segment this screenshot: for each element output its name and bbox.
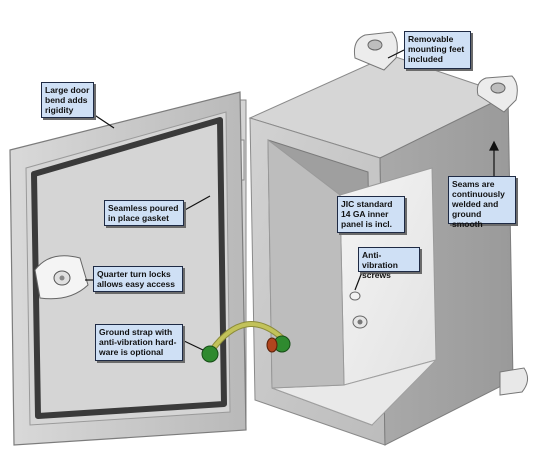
inner-left-wall xyxy=(267,138,345,389)
mounting-foot-right xyxy=(476,75,518,113)
callout-inner-panel: JIC standard 14 GA inner panel is incl. xyxy=(337,196,405,233)
callout-quarter-turn: Quarter turn locks allows easy access xyxy=(93,266,183,292)
callout-door-bend: Large door bend adds rigidity xyxy=(41,82,94,118)
mounting-foot-bottom xyxy=(499,367,528,396)
callout-removable-feet: Removable mounting feet included xyxy=(404,31,471,69)
mounting-foot-left xyxy=(354,31,398,71)
ground-strap xyxy=(201,321,291,363)
callout-anti-vibration: Anti-vibration screws xyxy=(358,247,420,280)
ground-lug-door xyxy=(201,345,219,363)
mounting-feet xyxy=(354,31,518,113)
callout-ground-strap: Ground strap with anti-vibration hard- w… xyxy=(95,324,183,361)
callout-gasket: Seamless poured in place gasket xyxy=(104,200,184,226)
leader-lines xyxy=(85,49,499,351)
callout-seams: Seams are continuously welded and ground… xyxy=(448,176,516,229)
door-gasket xyxy=(31,117,227,419)
screw-upper xyxy=(349,291,361,301)
